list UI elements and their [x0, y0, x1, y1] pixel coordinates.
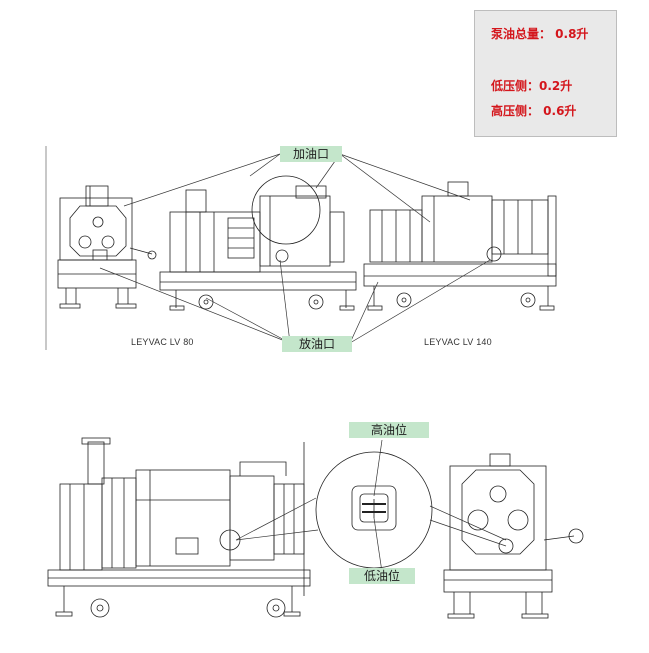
bottom-side-view — [47, 437, 311, 618]
model-lv80-label: LEYVAC LV 80 — [131, 337, 194, 347]
fill-port-zoom-circle — [251, 175, 321, 245]
drain-port-label: 放油口 — [282, 336, 352, 352]
lv80-end-view — [57, 185, 157, 309]
oil-level-zoom — [315, 451, 433, 569]
top-leader-lines — [99, 153, 491, 344]
lv80-side-view — [159, 185, 357, 311]
fill-port-label: 加油口 — [280, 146, 342, 162]
oil-volume-info-box: 泵油总量： 0.8升 低压侧：0.2升 高压侧： 0.6升 — [474, 10, 617, 137]
high-side-oil-volume: 高压侧： 0.6升 — [491, 104, 577, 118]
low-side-oil-volume: 低压侧：0.2升 — [491, 79, 573, 93]
lv140-side-view — [363, 181, 557, 311]
model-lv140-label: LEYVAC LV 140 — [424, 337, 492, 347]
high-oil-level-label: 高油位 — [349, 422, 429, 438]
total-oil-volume: 泵油总量： 0.8升 — [491, 27, 589, 41]
bottom-end-view — [443, 453, 584, 619]
low-oil-level-label: 低油位 — [349, 568, 415, 584]
bottom-leader-lines — [235, 439, 507, 573]
